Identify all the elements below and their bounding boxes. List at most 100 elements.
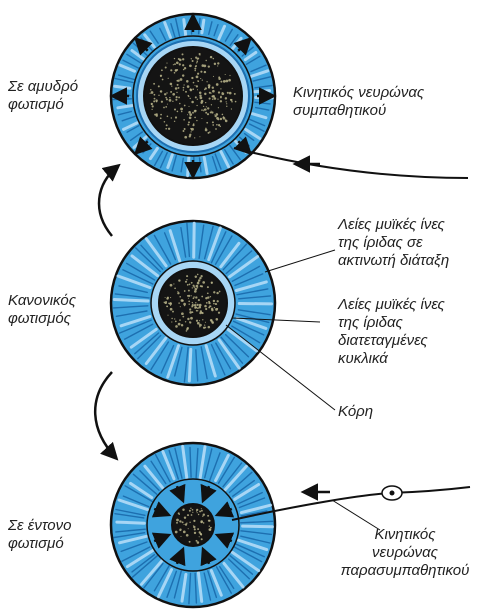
speckle-dot [188,96,189,97]
speckle-dot [171,117,172,118]
speckle-dot [179,319,181,321]
label-line: της ίριδας σε [338,234,449,252]
speckle-dot [208,326,211,329]
speckle-dot [160,91,161,92]
iris-fiber [115,86,130,88]
speckle-dot [170,308,173,311]
speckle-dot [197,287,198,288]
speckle-dot [160,117,162,119]
speckle-dot [216,318,219,321]
speckle-dot [196,85,198,87]
speckle-dot [222,92,223,93]
speckle-dot [209,520,211,522]
speckle-dot [214,63,216,65]
speckle-dot [220,118,222,120]
speckle-dot [183,531,186,534]
speckle-dot [182,64,184,66]
speckle-dot [197,307,199,309]
speckle-dot [170,91,172,93]
speckle-dot [183,84,184,85]
speckle-dot [211,282,213,284]
speckle-dot [164,301,167,304]
speckle-dot [201,534,203,536]
speckle-dot [194,288,197,291]
speckle-dot [217,62,219,64]
speckle-dot [212,322,214,324]
speckle-dot [201,296,203,298]
speckle-dot [229,75,230,76]
speckle-dot [174,287,176,289]
speckle-dot [172,101,173,102]
label-pupil: Κόρη [338,403,373,421]
speckle-dot [176,61,179,64]
speckle-dot [211,111,213,113]
speckle-dot [170,305,171,306]
speckle-dot [181,312,184,315]
speckle-dot [174,63,176,65]
speckle-dot [205,322,206,323]
speckle-dot [184,305,185,306]
speckle-dot [195,275,197,277]
speckle-dot [165,97,167,99]
label-line: φωτισμός [8,310,76,328]
speckle-dot [227,92,229,94]
speckle-dot [166,306,168,308]
speckle-dot [180,536,181,537]
speckle-dot [192,287,193,288]
speckle-dot [192,302,193,303]
speckle-dot [173,283,174,284]
speckle-dot [179,514,180,515]
speckle-dot [225,120,228,123]
speckle-dot [189,284,191,286]
speckle-dot [190,88,192,90]
speckle-dot [230,99,232,101]
speckle-dot [215,303,217,305]
label-line: κυκλικά [338,350,445,368]
speckle-dot [175,321,177,323]
speckle-dot [182,53,184,55]
speckle-dot [196,310,198,312]
speckle-dot [218,312,220,314]
speckle-dot [226,80,229,83]
speckle-dot [165,66,167,68]
speckle-dot [217,300,219,302]
speckle-dot [196,105,197,106]
speckle-dot [211,111,212,112]
speckle-dot [189,116,192,119]
speckle-dot [167,116,169,118]
speckle-dot [196,540,198,542]
speckle-dot [175,87,178,90]
speckle-dot [175,531,178,534]
speckle-dot [174,108,176,110]
speckle-dot [189,541,191,543]
speckle-dot [199,94,201,96]
speckle-dot [185,281,187,283]
speckle-dot [194,532,196,534]
speckle-dot [203,522,205,524]
speckle-dot [179,528,181,530]
speckle-dot [225,97,227,99]
speckle-dot [171,321,172,322]
speckle-dot [209,526,210,527]
speckle-dot [167,104,168,105]
speckle-dot [207,296,209,298]
speckle-dot [208,132,210,134]
speckle-dot [206,122,208,124]
speckle-dot [207,286,209,288]
speckle-dot [203,106,204,107]
speckle-dot [202,319,203,320]
speckle-dot [220,96,222,98]
speckle-dot [183,87,185,89]
speckle-dot [211,309,213,311]
label-line: Σε αμυδρό [8,78,78,96]
speckle-dot [220,88,221,89]
speckle-dot [178,302,179,303]
speckle-dot [184,516,186,518]
speckle-dot [189,135,191,137]
speckle-dot [164,93,166,95]
speckle-dot [216,124,218,126]
speckle-dot [174,121,175,122]
speckle-dot [220,100,222,102]
speckle-dot [188,106,189,107]
speckle-dot [168,78,169,79]
